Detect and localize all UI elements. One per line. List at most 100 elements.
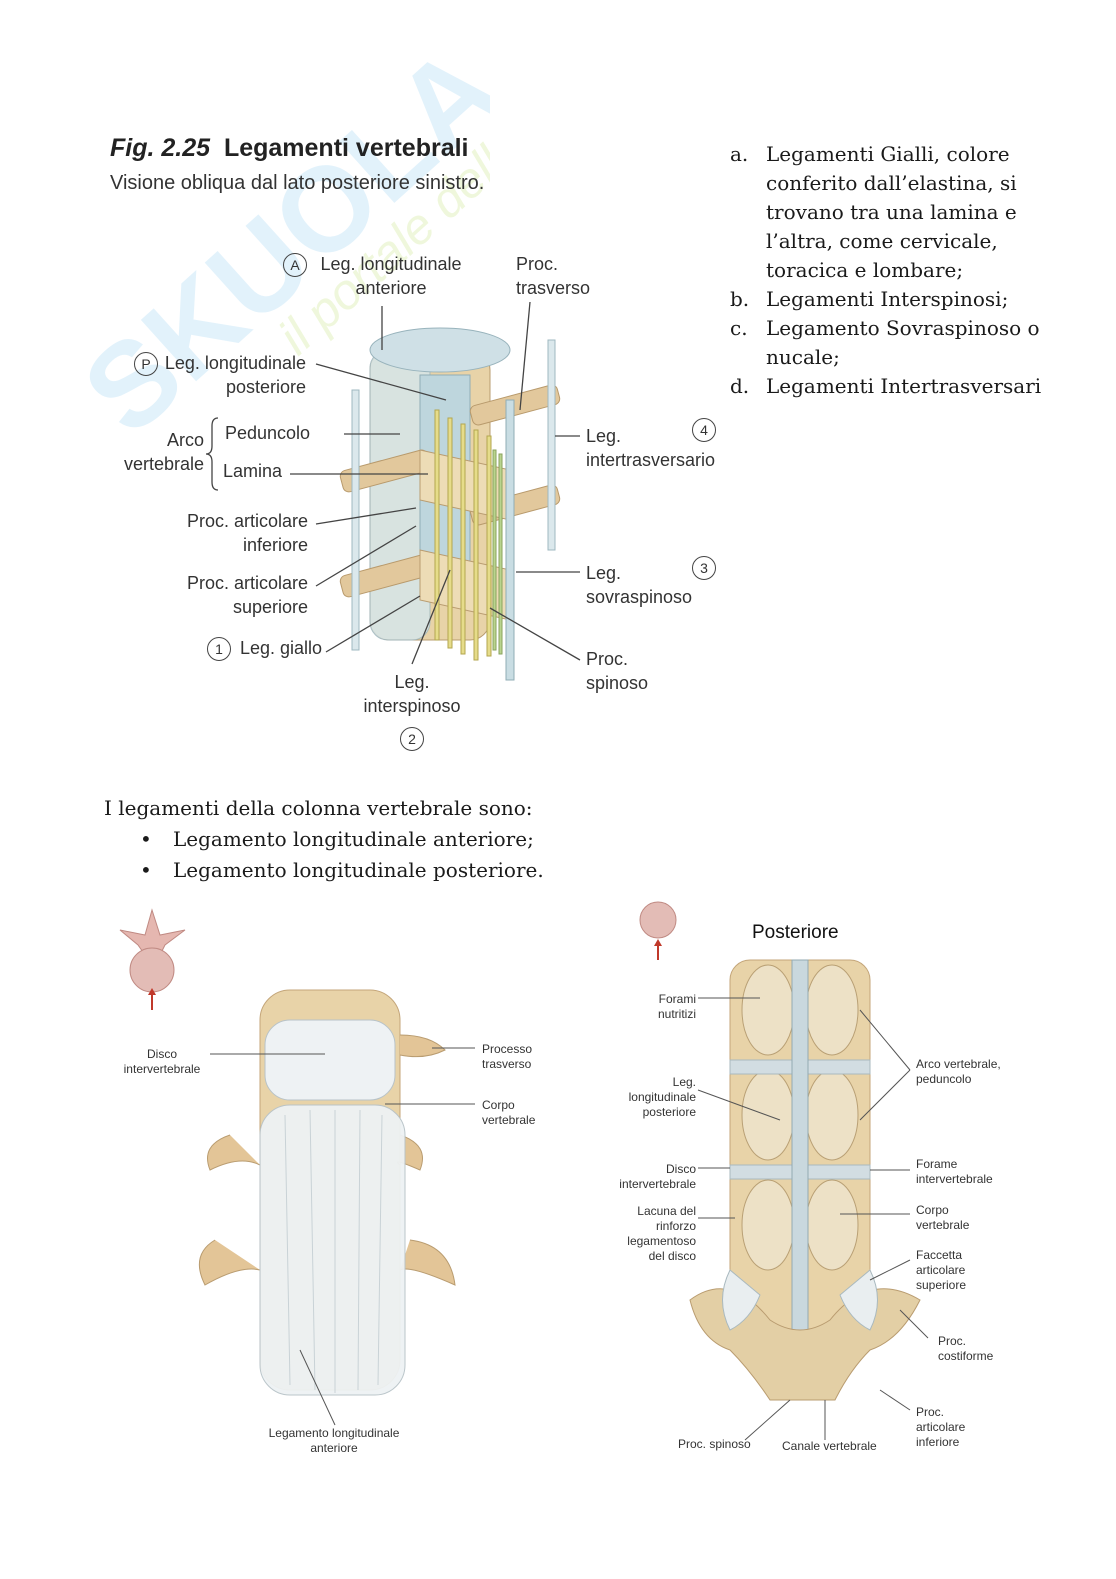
list-marker: d. <box>730 374 750 398</box>
label-line: sovraspinoso <box>586 587 693 607</box>
label-line: Proc. <box>516 254 559 274</box>
label-line: Proc. articolare <box>186 511 308 531</box>
label-nutrient-foramina: Forami nutritizi <box>600 992 696 1022</box>
label-line: intervertebrale <box>123 1062 201 1076</box>
list-item-text: Legamenti Gialli, colore conferito dall’… <box>766 142 1017 282</box>
transverse-process-shape <box>399 1034 446 1058</box>
marker-3: 3 <box>692 556 716 580</box>
marker-2: 2 <box>400 727 424 751</box>
label-line: articolare <box>916 1263 966 1277</box>
superior-articular-facet-shape <box>722 1269 761 1331</box>
label-line: Corpo <box>916 1203 949 1217</box>
label-line: nutritizi <box>657 1007 696 1021</box>
label-line: Faccetta <box>916 1248 963 1262</box>
label-costiform-process: Proc. costiforme <box>938 1334 993 1364</box>
label-intervertebral-foramen: Forame intervertebrale <box>916 1157 993 1187</box>
body-top-shape <box>369 327 511 373</box>
label-vertebral-canal: Canale vertebrale <box>782 1439 877 1453</box>
marker-4: 4 <box>692 418 716 442</box>
label-line: legamentoso <box>627 1234 696 1248</box>
list-marker: b. <box>730 287 750 311</box>
list-item-text: Legamenti Interspinosi; <box>766 287 1009 311</box>
label-line: vertebrale <box>123 454 204 474</box>
label-line: Proc. <box>586 649 629 669</box>
label-line: Corpo <box>482 1098 515 1112</box>
label-line: vertebrale <box>482 1113 536 1127</box>
label-line: Lacuna del <box>637 1204 696 1218</box>
label-line: Leg. <box>672 1075 696 1089</box>
label-line: trasverso <box>482 1057 532 1071</box>
superior-articular-facet-shape <box>839 1269 878 1331</box>
figure-subtitle: Visione obliqua dal lato posteriore sini… <box>110 172 485 194</box>
label-line: Leg. <box>394 672 430 692</box>
label-line: anteriore <box>355 278 427 298</box>
label-line: intervertebrale <box>619 1177 696 1191</box>
marker-1: 1 <box>207 637 231 661</box>
label-line: Legamento longitudinale <box>268 1426 400 1440</box>
list-item: d. Legamenti Intertrasversari <box>730 372 1050 401</box>
label-line: Leg. <box>586 563 622 583</box>
label-line: articolare <box>916 1420 966 1434</box>
label-intervertebral-disc: Disco intervertebrale <box>118 1047 206 1077</box>
intertransverse-ligament-shape <box>547 339 556 551</box>
label-line: spinoso <box>586 673 649 693</box>
vertebral-column-illustration <box>339 327 561 681</box>
list-marker: c. <box>730 316 748 340</box>
label-ligamentous-reinforcement-gap: Lacuna del rinforzo legamentoso del disc… <box>600 1204 696 1264</box>
label-ligamentum-flavum: Leg. giallo <box>240 638 323 658</box>
label-line: posteriore <box>642 1105 696 1119</box>
label-posterior-longitudinal-ligament: Leg. longitudinale posteriore <box>150 351 306 399</box>
label-line: Proc. <box>916 1405 945 1419</box>
label-line: inferiore <box>916 1435 960 1449</box>
transverse-process-shape <box>198 1239 261 1286</box>
anterior-longitudinal-ligament-shape <box>259 1104 406 1396</box>
label-line: interspinoso <box>363 696 461 716</box>
transverse-process-shape <box>207 1134 261 1171</box>
figure-title: Fig. 2.25 Legamenti vertebrali <box>110 134 468 163</box>
label-vertebral-arch: Arco vertebrale <box>100 428 204 476</box>
label-line: posteriore <box>225 377 306 397</box>
list-item-text: Legamenti Intertrasversari <box>766 374 1042 398</box>
supraspinous-ligament-shape <box>505 399 515 681</box>
list-item-text: Legamento Sovraspinoso o nucale; <box>766 316 1040 369</box>
label-anterior-longitudinal-ligament: Legamento longitudinale anteriore <box>250 1426 418 1456</box>
label-line: Leg. <box>586 426 622 446</box>
label-line: rinforzo <box>655 1219 696 1233</box>
orientation-icon <box>119 908 186 1010</box>
bullet-list: Legamento longitudinale anteriore; Legam… <box>140 824 544 886</box>
label-posterior-longitudinal-ligament: Leg. longitudinale posteriore <box>600 1075 696 1120</box>
label-pedicle: Peduncolo <box>225 423 311 443</box>
label-superior-articular-facet: Faccetta articolare superiore <box>916 1248 966 1293</box>
label-line: superiore <box>232 597 308 617</box>
label-line: superiore <box>916 1278 967 1292</box>
label-transverse-process: Processo trasverso <box>482 1042 532 1072</box>
label-intervertebral-disc: Disco intervertebrale <box>600 1162 696 1192</box>
label-inferior-articular-process: Proc. articolare inferiore <box>916 1405 965 1450</box>
label-line: Proc. <box>938 1334 967 1348</box>
label-spinous-process: Proc. spinoso <box>586 647 648 695</box>
intro-paragraph: I legamenti della colonna vertebrale son… <box>104 796 533 820</box>
figure2-leader-lines <box>210 1047 475 1426</box>
label-line: Leg. longitudinale <box>320 254 462 274</box>
label-line: Forami <box>658 992 696 1006</box>
label-vertebral-arch-pedicle: Arco vertebrale, peduncolo <box>916 1057 1001 1087</box>
anterior-view-illustration <box>119 908 456 1396</box>
figure-title-text: Legamenti vertebrali <box>223 134 469 162</box>
transverse-process-shape <box>399 1239 456 1286</box>
label-anterior-longitudinal-ligament: Leg. longitudinale anteriore <box>316 252 466 300</box>
label-vertebral-body: Corpo vertebrale <box>482 1098 535 1128</box>
label-line: Disco <box>146 1047 177 1061</box>
label-superior-articular-process: Proc. articolare superiore <box>150 571 308 619</box>
label-interspinous-ligament: Leg. interspinoso <box>350 670 474 718</box>
transverse-process-shape <box>469 384 561 426</box>
label-inferior-articular-process: Proc. articolare inferiore <box>150 509 308 557</box>
label-line: anteriore <box>310 1441 358 1455</box>
label-lamina: Lamina <box>223 461 283 481</box>
label-line: intervertebrale <box>916 1172 993 1186</box>
label-spinous-process: Proc. spinoso <box>678 1437 751 1451</box>
label-intertransverse-ligament: Leg. intertrasversario <box>586 424 715 472</box>
orientation-icon <box>639 901 677 960</box>
label-line: Arco <box>166 430 204 450</box>
label-line: Processo <box>482 1042 533 1056</box>
label-line: peduncolo <box>916 1072 972 1086</box>
